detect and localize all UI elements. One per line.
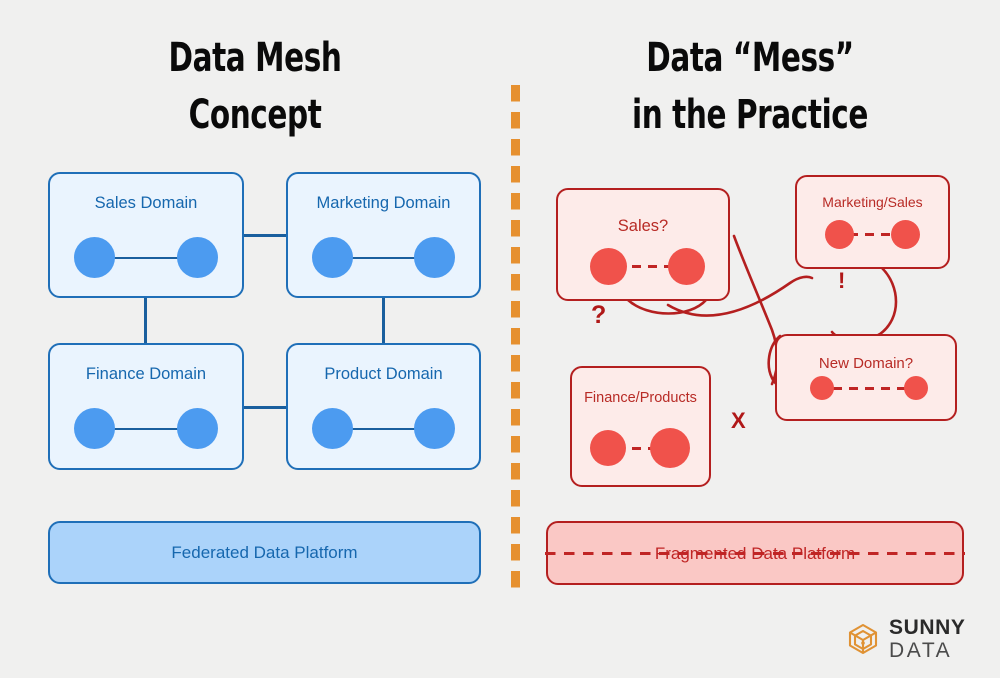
connector-finance-product — [243, 406, 287, 409]
brand-logo: SUNNY DATA — [846, 617, 966, 661]
domain-box-label: Finance Domain — [85, 365, 207, 383]
page-title-right: Data “Mess” in the Practice — [632, 35, 868, 138]
node-dot-right — [668, 248, 705, 285]
node-dot-right — [177, 237, 218, 278]
question-mark-annotation: ? — [591, 301, 607, 329]
node-link — [318, 428, 449, 430]
connector-marketing-product — [382, 297, 385, 344]
broken-link — [600, 447, 678, 450]
mess-box-marketing-sales[interactable]: Marketing/Sales — [795, 175, 950, 269]
mess-box-label: Marketing/Sales — [822, 194, 923, 210]
broken-link — [833, 233, 913, 236]
node-link — [80, 428, 212, 430]
node-dot-left — [312, 408, 353, 449]
node-dot-left — [74, 237, 115, 278]
node-dot-left — [590, 248, 627, 285]
node-dot-right — [414, 237, 455, 278]
node-dot-left — [825, 220, 854, 249]
node-link — [318, 257, 449, 259]
connector-sales-marketing — [243, 234, 287, 237]
platform-label: Federated Data Platform — [171, 542, 358, 562]
node-dot-right — [904, 376, 928, 400]
logo-wordmark: SUNNY DATA — [889, 617, 966, 661]
node-dot-right — [414, 408, 455, 449]
broken-platform-line — [545, 552, 965, 555]
domain-box-product[interactable]: Product Domain — [286, 343, 481, 470]
fragmented-data-platform-bar[interactable]: Fragmented Data Platform — [545, 521, 965, 585]
page-title-left: Data Mesh Concept — [168, 35, 342, 138]
node-dot-left — [590, 430, 626, 466]
domain-box-label: Sales Domain — [94, 194, 198, 212]
node-dot-right — [650, 428, 690, 468]
mess-box-label: Finance/Products — [584, 390, 697, 406]
mess-box-label: Sales? — [617, 217, 669, 235]
mess-box-label: New Domain? — [818, 355, 914, 372]
cross-mark-annotation: X — [731, 408, 746, 433]
domain-box-marketing[interactable]: Marketing Domain — [286, 172, 481, 298]
node-dot-left — [810, 376, 834, 400]
mess-box-sales[interactable]: Sales? — [556, 188, 730, 301]
connector-sales-finance — [144, 297, 147, 344]
domain-box-label: Marketing Domain — [316, 194, 451, 212]
broken-link — [817, 387, 923, 390]
node-dot-right — [177, 408, 218, 449]
federated-data-platform-bar[interactable]: Federated Data Platform — [48, 521, 481, 584]
logo-line-1: SUNNY — [889, 616, 966, 639]
domain-box-finance[interactable]: Finance Domain — [48, 343, 244, 470]
panel-divider — [511, 85, 520, 597]
exclamation-mark-annotation: ! — [838, 268, 846, 293]
node-dot-left — [312, 237, 353, 278]
mess-box-finance-products[interactable]: Finance/Products — [570, 366, 711, 487]
domain-box-sales[interactable]: Sales Domain — [48, 172, 244, 298]
node-dot-right — [891, 220, 920, 249]
mess-box-new-domain[interactable]: New Domain? — [775, 334, 957, 421]
node-link — [80, 257, 212, 259]
platform-label: Fragmented Data Platform — [654, 544, 856, 563]
node-dot-left — [74, 408, 115, 449]
domain-box-label: Product Domain — [324, 365, 443, 383]
broken-link — [600, 265, 696, 268]
cube-icon — [848, 623, 878, 655]
logo-line-2: DATA — [889, 639, 953, 662]
